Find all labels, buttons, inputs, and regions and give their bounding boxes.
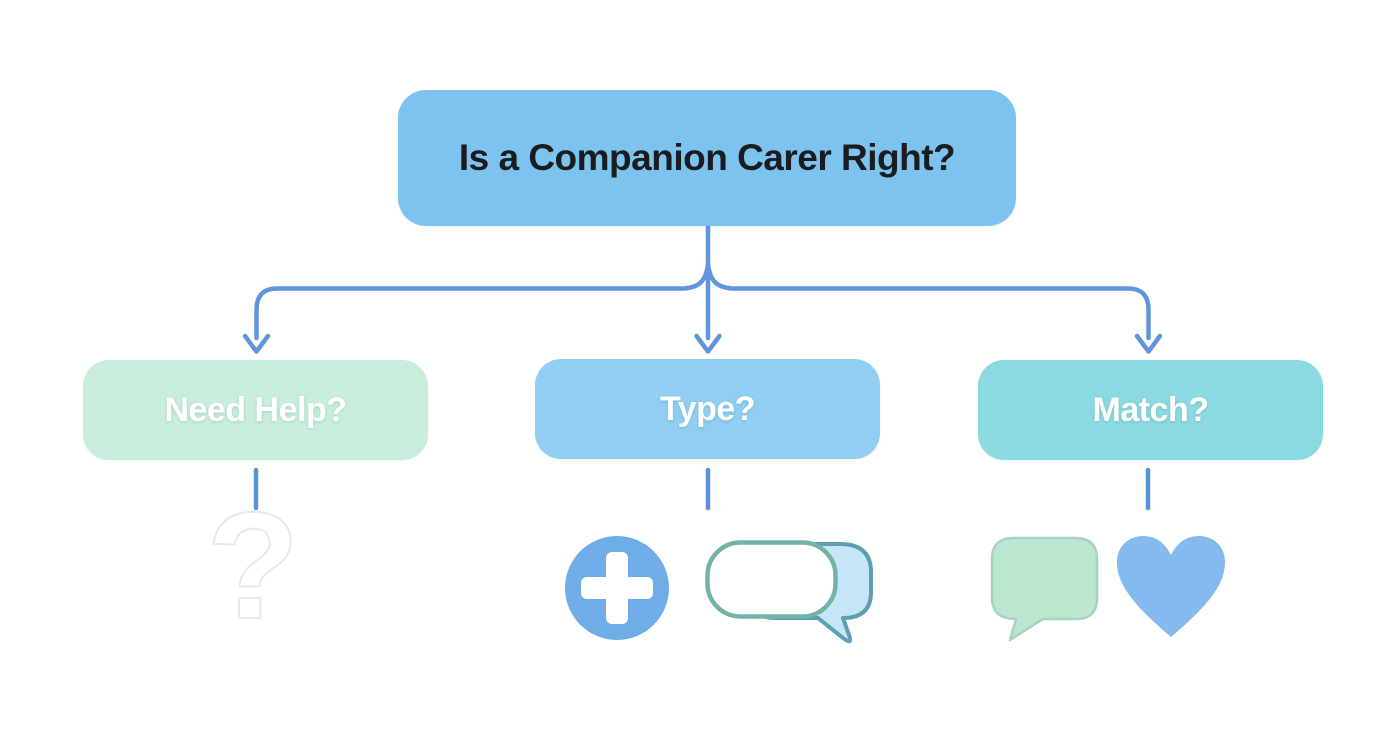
arrowhead-right bbox=[1134, 333, 1163, 354]
medical-cross-icon bbox=[565, 536, 669, 640]
arrowhead-left bbox=[242, 333, 271, 354]
node-root: Is a Companion Carer Right? bbox=[398, 90, 1016, 226]
question-mark-icon: ? bbox=[207, 481, 300, 651]
node-type: Type? bbox=[535, 359, 880, 459]
speech-bubble-front bbox=[705, 540, 838, 619]
connector-arrows bbox=[242, 223, 1163, 354]
speech-bubbles-icon bbox=[705, 540, 873, 644]
connector-right-branch bbox=[705, 261, 1151, 341]
node-need-help-label: Need Help? bbox=[164, 390, 347, 429]
chat-bubble-icon bbox=[990, 536, 1099, 642]
arrowhead-center bbox=[694, 333, 722, 354]
connector-left-branch bbox=[254, 261, 711, 341]
node-type-label: Type? bbox=[659, 389, 756, 428]
heart-icon bbox=[1117, 536, 1225, 637]
branch-drop-lines bbox=[253, 467, 1151, 511]
node-root-label: Is a Companion Carer Right? bbox=[458, 137, 956, 178]
node-need-help: Need Help? bbox=[83, 360, 428, 460]
node-match-label: Match? bbox=[1092, 390, 1210, 429]
node-match: Match? bbox=[978, 360, 1323, 460]
